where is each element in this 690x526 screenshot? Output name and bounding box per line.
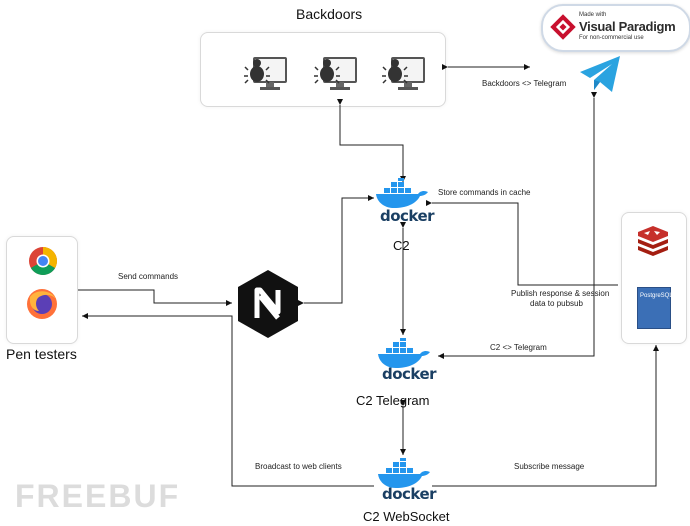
docker-whale-icon bbox=[378, 458, 430, 488]
label-subscribe: Subscribe message bbox=[514, 462, 585, 471]
label-publish-response-1: Publish response & session bbox=[511, 289, 610, 298]
edge-telegram-c2telegram bbox=[438, 92, 597, 359]
node-label-c2: C2 bbox=[393, 238, 410, 253]
telegram-icon bbox=[580, 56, 620, 92]
badge-made-with: Made with bbox=[579, 12, 607, 18]
visual-paradigm-badge: Made with Visual Paradigm For non-commer… bbox=[541, 4, 690, 52]
edge-send-commands bbox=[78, 289, 232, 306]
docker-wordmark: docker bbox=[380, 207, 435, 225]
label-backdoors-telegram: Backdoors <> Telegram bbox=[482, 79, 567, 88]
pen-testers-title: Pen testers bbox=[6, 346, 77, 362]
chrome-icon bbox=[29, 247, 57, 275]
label-send-commands: Send commands bbox=[118, 272, 179, 281]
visual-paradigm-logo-icon bbox=[550, 14, 576, 40]
label-publish-response-2: data to pubsub bbox=[530, 299, 583, 308]
postgresql-label: PostgreSQL bbox=[640, 293, 673, 299]
backdoor-computer-icon bbox=[382, 57, 425, 90]
edge-subscribe bbox=[432, 345, 659, 487]
edge-broadcast bbox=[82, 313, 374, 487]
freebuf-watermark: FREEBUF bbox=[15, 478, 181, 514]
node-label-c2-telegram: C2 Telegram bbox=[356, 393, 430, 408]
backdoors-title: Backdoors bbox=[296, 6, 363, 22]
nginx-icon bbox=[238, 270, 298, 338]
backdoor-computer-icon bbox=[244, 57, 287, 90]
label-c2-telegram: C2 <> Telegram bbox=[490, 343, 547, 352]
edge-store-commands bbox=[426, 200, 618, 286]
postgresql-icon: PostgreSQL bbox=[637, 287, 673, 329]
node-label-c2-websocket: C2 WebSocket bbox=[363, 509, 450, 524]
badge-brand: Visual Paradigm bbox=[579, 19, 676, 34]
docker-whale-icon bbox=[378, 338, 430, 368]
docker-wordmark: docker bbox=[382, 485, 437, 503]
firefox-icon bbox=[27, 289, 57, 319]
edge-nginx-c2 bbox=[298, 195, 374, 306]
label-store-commands: Store commands in cache bbox=[438, 188, 531, 197]
docker-whale-icon bbox=[376, 178, 428, 208]
backdoor-computer-icon bbox=[314, 57, 357, 90]
badge-note: For non-commercial use bbox=[579, 35, 644, 41]
docker-wordmark: docker bbox=[382, 365, 437, 383]
label-broadcast: Broadcast to web clients bbox=[255, 462, 342, 471]
redis-icon bbox=[638, 226, 668, 256]
edge-backdoors-c2 bbox=[337, 99, 406, 182]
